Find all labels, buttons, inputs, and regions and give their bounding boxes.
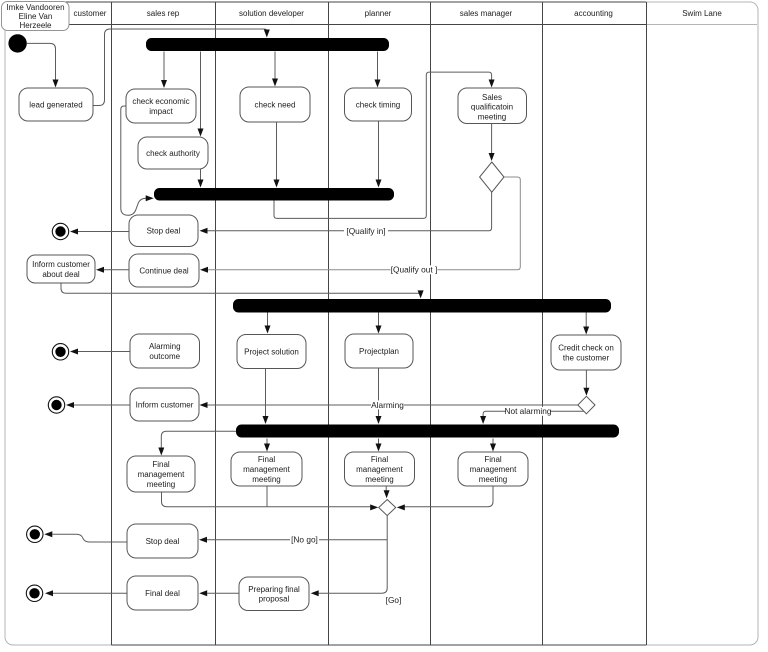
svg-text:accounting: accounting bbox=[574, 9, 613, 18]
svg-text:[No go]: [No go] bbox=[291, 535, 318, 545]
svg-text:Stop deal: Stop deal bbox=[146, 537, 180, 546]
svg-text:check timing: check timing bbox=[356, 100, 400, 109]
svg-text:[Qualify in]: [Qualify in] bbox=[346, 226, 385, 236]
svg-text:Alarming: Alarming bbox=[371, 400, 404, 410]
svg-text:check authority: check authority bbox=[146, 149, 200, 158]
svg-text:customer: customer bbox=[74, 9, 107, 18]
svg-text:Continue deal: Continue deal bbox=[139, 266, 189, 275]
svg-text:[Qualify out ]: [Qualify out ] bbox=[391, 265, 438, 275]
svg-text:sales rep: sales rep bbox=[147, 9, 180, 18]
svg-text:Not alarming: Not alarming bbox=[504, 406, 551, 416]
svg-text:Project solution: Project solution bbox=[244, 347, 299, 356]
svg-text:Stop deal: Stop deal bbox=[147, 227, 181, 236]
svg-text:Inform customer: Inform customer bbox=[136, 400, 194, 409]
svg-text:planner: planner bbox=[365, 9, 392, 18]
svg-text:sales manager: sales manager bbox=[460, 9, 513, 18]
svg-text:Swim Lane: Swim Lane bbox=[682, 9, 722, 18]
svg-text:Projectplan: Projectplan bbox=[359, 347, 399, 356]
svg-text:[Go]: [Go] bbox=[386, 595, 402, 605]
svg-text:lead generated: lead generated bbox=[29, 100, 82, 109]
svg-text:solution developer: solution developer bbox=[239, 9, 304, 18]
svg-text:Final deal: Final deal bbox=[145, 589, 180, 598]
svg-text:check need: check need bbox=[255, 100, 296, 109]
